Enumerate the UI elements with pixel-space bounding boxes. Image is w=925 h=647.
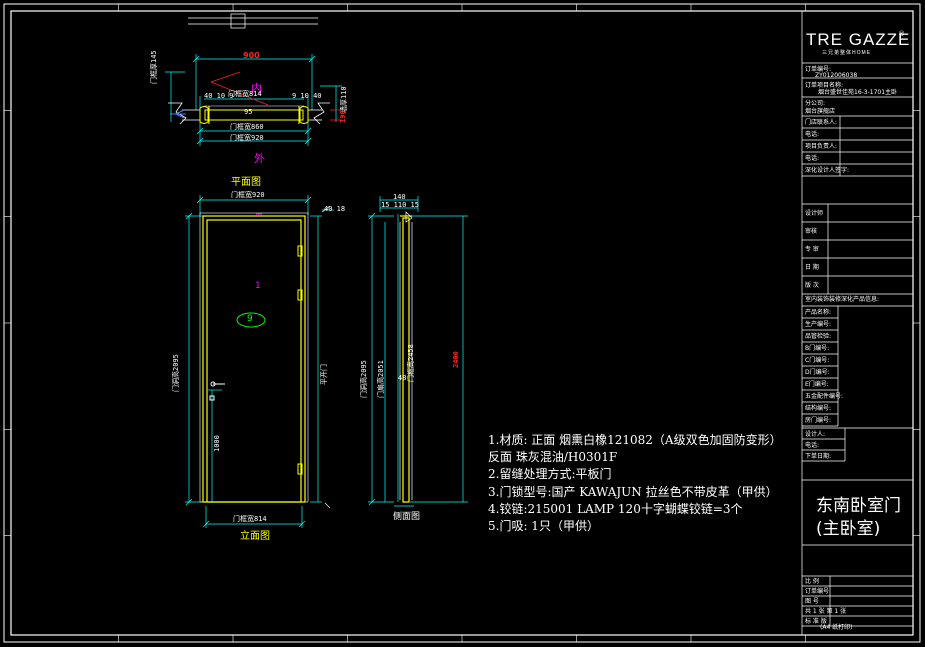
contact-row-label-2: 项目负责人: xyxy=(805,143,838,150)
plan-dim-left-side: 门框厚145 xyxy=(150,50,158,84)
plan-dim-frame-top: 门框宽814 xyxy=(228,90,262,98)
note-line-6: 5.门吸: 1只（甲供） xyxy=(488,519,599,533)
designer-row-label-1: 电话: xyxy=(805,442,820,449)
section-title: 侧面图 xyxy=(393,512,421,522)
elevation-right-label: 平开门 xyxy=(320,364,328,385)
product-row-label-6: E门编号: xyxy=(805,381,829,388)
section-top-dim-1: 140 xyxy=(393,193,406,201)
top-center-mark xyxy=(188,13,318,29)
elevation-door-number: 9 xyxy=(247,314,253,324)
sheet-border xyxy=(3,3,921,643)
product-row-label-0: 产品名称: xyxy=(805,309,832,316)
plan-dim-opening: 门框宽860 xyxy=(230,123,264,131)
note-line-4: 3.门锁型号:国产 KAWAJUN 拉丝色不带皮革（甲供） xyxy=(488,485,778,499)
elevation-top-dim: 门框宽920 xyxy=(231,191,265,199)
contact-row-label-0: 门店联系人: xyxy=(805,119,838,126)
section-view xyxy=(368,196,468,507)
designer-row-label-0: 设计人: xyxy=(805,431,826,438)
plan-dim-red: 190 xyxy=(339,110,347,123)
section-dim-d: 48 xyxy=(398,374,407,382)
plan-inner-label: 内 xyxy=(251,82,262,95)
sign-row-label-4: 版 次 xyxy=(805,282,819,289)
elevation-mark-1: 1 xyxy=(255,281,261,291)
plan-dim-right-side: 墙厚110 xyxy=(340,86,348,113)
bottom-note: (A4 纸打印) xyxy=(820,624,853,631)
project-value: 烟台盛世佳苑16-3-1701主卧 xyxy=(818,89,898,96)
elevation-view xyxy=(185,195,334,528)
bottom-row-label-1: 订单编号 xyxy=(805,588,830,595)
bottom-row-label-0: 比 例 xyxy=(805,578,819,585)
elevation-mark-right-small: 40 18 xyxy=(324,205,346,213)
designer-row-label-2: 下单日期: xyxy=(805,453,832,460)
section-top-dim-2: 15 110 15 xyxy=(381,201,419,209)
contact-row-label-1: 电话: xyxy=(805,131,820,138)
note-line-5: 4.铰链:215001 LAMP 120十字蝴蝶铰链=3个 xyxy=(488,502,743,516)
plan-dim-right-small: 9 10 40 xyxy=(292,92,322,100)
registered-mark-icon: ® xyxy=(898,30,905,38)
product-row-label-4: C门编号: xyxy=(805,357,830,364)
product-row-label-1: 生产编号: xyxy=(805,321,832,328)
plan-title: 平面图 xyxy=(231,177,261,188)
contact-row-label-3: 电话: xyxy=(805,155,820,162)
elevation-bottom-dim: 门框宽814 xyxy=(233,515,267,523)
bottom-row-label-4: 标 准 版 xyxy=(805,618,827,625)
section-dim-c: 门框高2458 xyxy=(407,344,415,382)
plan-view xyxy=(165,54,342,146)
product-header: 室内装饰装修深化产品信息: xyxy=(805,296,880,303)
product-row-label-8: 结构编号: xyxy=(805,405,832,412)
note-line-1: 1.材质: 正面 烟熏白橡121082（A级双色加固防变形） xyxy=(488,433,782,447)
sign-row-label-0: 设计师 xyxy=(805,210,824,217)
section-dim-red: 2400 xyxy=(452,351,460,368)
order-no-value: ZY012006038 xyxy=(815,72,858,79)
company-label: 分公司: xyxy=(805,100,826,107)
brand-logo-sub: 三兄弟整体HOME xyxy=(822,50,872,56)
plan-dim-total: 门框宽920 xyxy=(230,134,264,142)
plan-dim-left-small: 40 10 9 xyxy=(204,92,234,100)
company-value: 烟台旗舰店 xyxy=(805,108,836,115)
plan-dim-900: 900 xyxy=(243,51,260,60)
product-row-label-3: B门编号: xyxy=(805,345,830,352)
product-row-label-2: 品管检验: xyxy=(805,333,832,340)
note-line-3: 2.留缝处理方式:平板门 xyxy=(488,467,612,481)
product-row-label-5: D门编号: xyxy=(805,369,830,376)
sign-row-label-1: 审核 xyxy=(805,228,818,235)
plan-dim-center: 95 xyxy=(244,108,253,116)
room-name-line-1: 东南卧室门 xyxy=(816,496,901,516)
section-dim-b: 门扇高2051 xyxy=(377,360,385,398)
project-label: 订单项目名称: xyxy=(805,82,844,89)
room-name-line-2: (主卧室) xyxy=(816,519,881,539)
order-no-label: 订单编号: xyxy=(805,66,832,73)
product-row-label-9: 房门编号: xyxy=(805,417,832,424)
contact-row-label-4: 深化设计人签字: xyxy=(805,167,850,174)
note-line-2: 反面 珠灰混油/H0301F xyxy=(488,450,618,464)
bottom-row-label-3: 共 1 张 第 1 张 xyxy=(805,608,847,615)
elevation-title: 立面图 xyxy=(240,531,270,542)
title-block xyxy=(801,10,914,636)
elevation-handle-height: 1000 xyxy=(213,435,221,452)
product-row-label-7: 五金配件编号: xyxy=(805,393,844,400)
brand-logo: TRE GAZZE xyxy=(806,30,911,49)
elevation-left-dim: 门洞高2095 xyxy=(172,354,180,392)
sign-row-label-2: 专 审 xyxy=(805,246,819,253)
section-dim-a: 门洞高2095 xyxy=(360,360,368,398)
bottom-row-label-2: 图 号 xyxy=(805,598,819,605)
border-ticks xyxy=(4,4,920,642)
sign-row-label-3: 日 期 xyxy=(805,264,819,271)
plan-outer-label: 外 xyxy=(254,152,265,165)
